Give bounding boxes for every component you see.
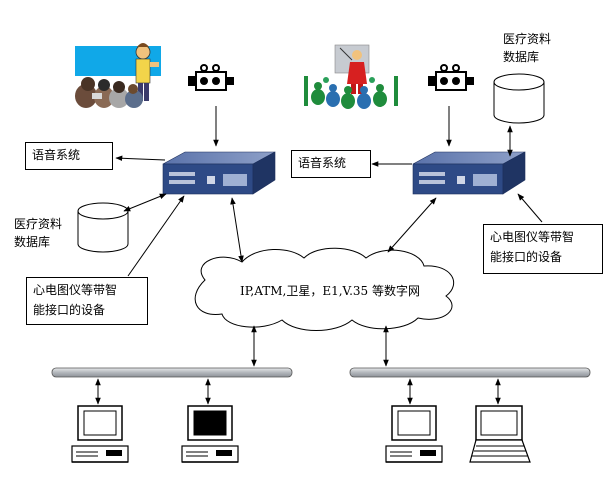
ecg-device-left-box: 心电图仪等带智 能接口的设备 — [26, 277, 148, 325]
voice-system-left-label: 语音系统 — [25, 142, 113, 170]
ecg-device-right-box: 心电图仪等带智 能接口的设备 — [483, 224, 603, 274]
server-icon — [162, 151, 276, 195]
ecg-left-line1: 心电图仪等带智 — [33, 283, 118, 297]
database-icon — [77, 202, 129, 253]
ecg-left-line2: 能接口的设备 — [33, 303, 106, 317]
video-camera-icon — [188, 64, 234, 91]
db-right-label: 医疗资料 数据库 — [503, 30, 551, 66]
db-left-label-line1: 医疗资料 — [14, 217, 63, 231]
connectors — [95, 106, 543, 405]
desktop-computer-icon — [181, 405, 239, 463]
network-bus-left — [51, 367, 293, 378]
db-right-label-line1: 医疗资料 — [503, 32, 552, 46]
server-icon — [412, 151, 526, 195]
desktop-computer-icon — [385, 405, 443, 463]
network-bus-right — [349, 367, 591, 378]
desktop-computer-icon — [71, 405, 129, 463]
network-label: IP,ATM,卫星，E1,V.35 等数字网 — [240, 284, 420, 298]
network-cloud — [194, 247, 455, 331]
video-camera-icon — [428, 64, 474, 91]
db-right-label-line2: 数据库 — [503, 50, 540, 64]
laptop-icon — [469, 405, 531, 463]
meeting-people-icon — [75, 43, 161, 108]
voice-system-right-label: 语音系统 — [291, 150, 371, 178]
database-icon — [493, 73, 545, 124]
ecg-right-line2: 能接口的设备 — [490, 250, 563, 264]
presenter-audience-icon — [304, 44, 398, 109]
db-left-label: 医疗资料 数据库 — [14, 215, 62, 251]
ecg-right-line1: 心电图仪等带智 — [490, 230, 575, 244]
db-left-label-line2: 数据库 — [14, 235, 51, 249]
